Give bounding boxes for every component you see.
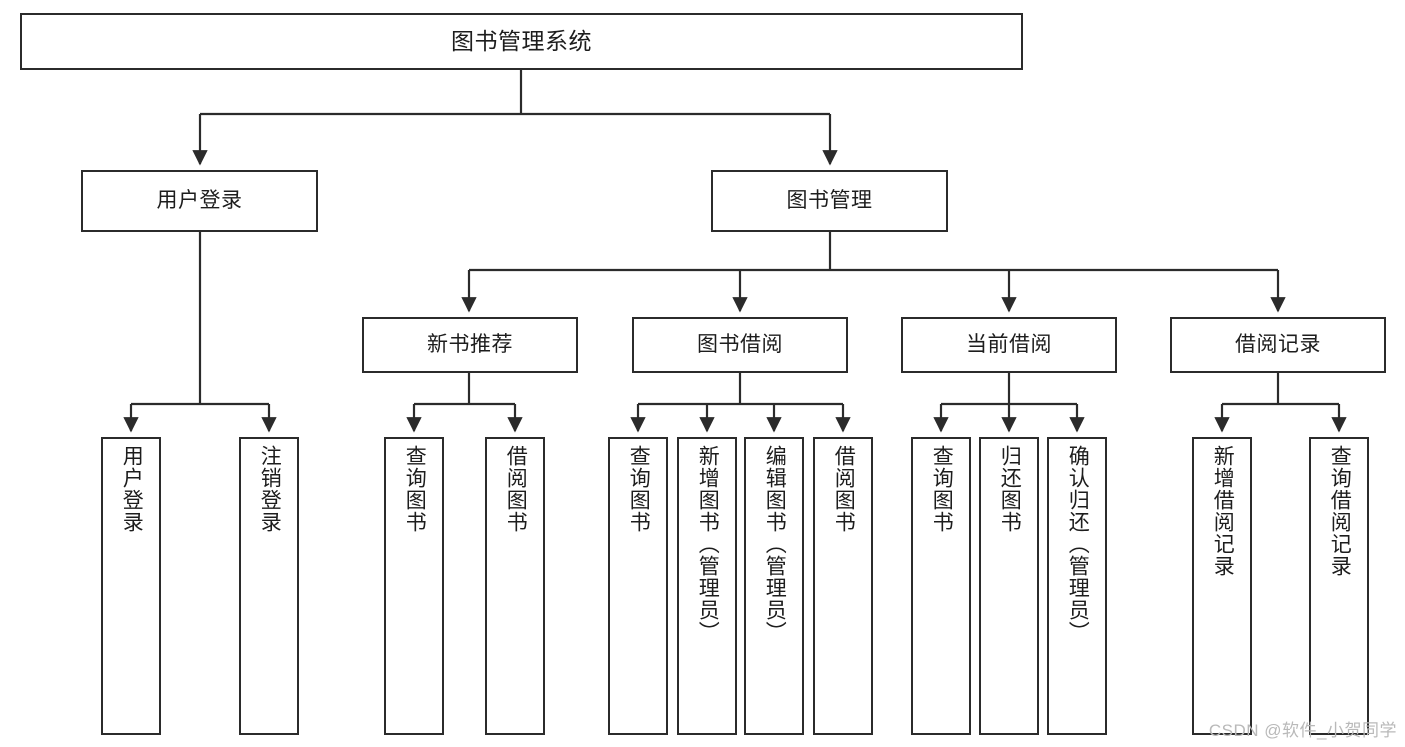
leaf-borrow-record-add[interactable]: 新增借阅记录 xyxy=(1192,437,1252,735)
leaf-current-borrow-return[interactable]: 归还图书 xyxy=(979,437,1039,735)
node-label: 用户登录 xyxy=(120,445,144,533)
node-borrow-record[interactable]: 借阅记录 xyxy=(1170,317,1386,373)
leaf-book-borrow-add[interactable]: 新增图书（管理员） xyxy=(677,437,737,735)
node-user-login[interactable]: 用户登录 xyxy=(81,170,318,232)
csdn-watermark: CSDN @软件_小贺同学 xyxy=(1208,721,1397,740)
leaf-book-borrow-borrow[interactable]: 借阅图书 xyxy=(813,437,873,735)
node-label: 查询图书 xyxy=(930,445,954,533)
leaf-borrow-record-query[interactable]: 查询借阅记录 xyxy=(1309,437,1369,735)
node-label: 用户登录 xyxy=(156,188,243,212)
leaf-user-login-logout[interactable]: 注销登录 xyxy=(239,437,299,735)
node-label: 归还图书 xyxy=(998,445,1022,533)
node-label: 当前借阅 xyxy=(966,332,1052,356)
node-label: 图书借阅 xyxy=(697,332,783,356)
node-label: 注销登录 xyxy=(258,445,282,533)
node-label: 查询图书 xyxy=(627,445,651,533)
node-label: 查询借阅记录 xyxy=(1328,445,1352,577)
leaf-book-borrow-query[interactable]: 查询图书 xyxy=(608,437,668,735)
node-new-book-recommend[interactable]: 新书推荐 xyxy=(362,317,578,373)
node-label: 新书推荐 xyxy=(427,332,513,356)
node-label: 新增借阅记录 xyxy=(1211,445,1235,577)
leaf-new-book-query[interactable]: 查询图书 xyxy=(384,437,444,735)
node-book-management[interactable]: 图书管理 xyxy=(711,170,948,232)
node-label: 查询图书 xyxy=(403,445,427,533)
node-book-borrow[interactable]: 图书借阅 xyxy=(632,317,848,373)
node-label: 图书管理 xyxy=(786,188,873,212)
node-label: 借阅记录 xyxy=(1235,332,1321,356)
node-label: 借阅图书 xyxy=(504,445,528,533)
node-label: 确认归还（管理员） xyxy=(1066,445,1090,643)
node-label: 新增图书（管理员） xyxy=(696,445,720,643)
leaf-user-login-login[interactable]: 用户登录 xyxy=(101,437,161,735)
leaf-new-book-borrow[interactable]: 借阅图书 xyxy=(485,437,545,735)
node-label: 借阅图书 xyxy=(832,445,856,533)
node-label: 编辑图书（管理员） xyxy=(763,445,787,643)
node-root-book-management-system[interactable]: 图书管理系统 xyxy=(20,13,1023,70)
leaf-current-borrow-query[interactable]: 查询图书 xyxy=(911,437,971,735)
leaf-current-borrow-confirm-return[interactable]: 确认归还（管理员） xyxy=(1047,437,1107,735)
node-label: 图书管理系统 xyxy=(451,28,592,55)
node-current-borrow[interactable]: 当前借阅 xyxy=(901,317,1117,373)
leaf-book-borrow-edit[interactable]: 编辑图书（管理员） xyxy=(744,437,804,735)
